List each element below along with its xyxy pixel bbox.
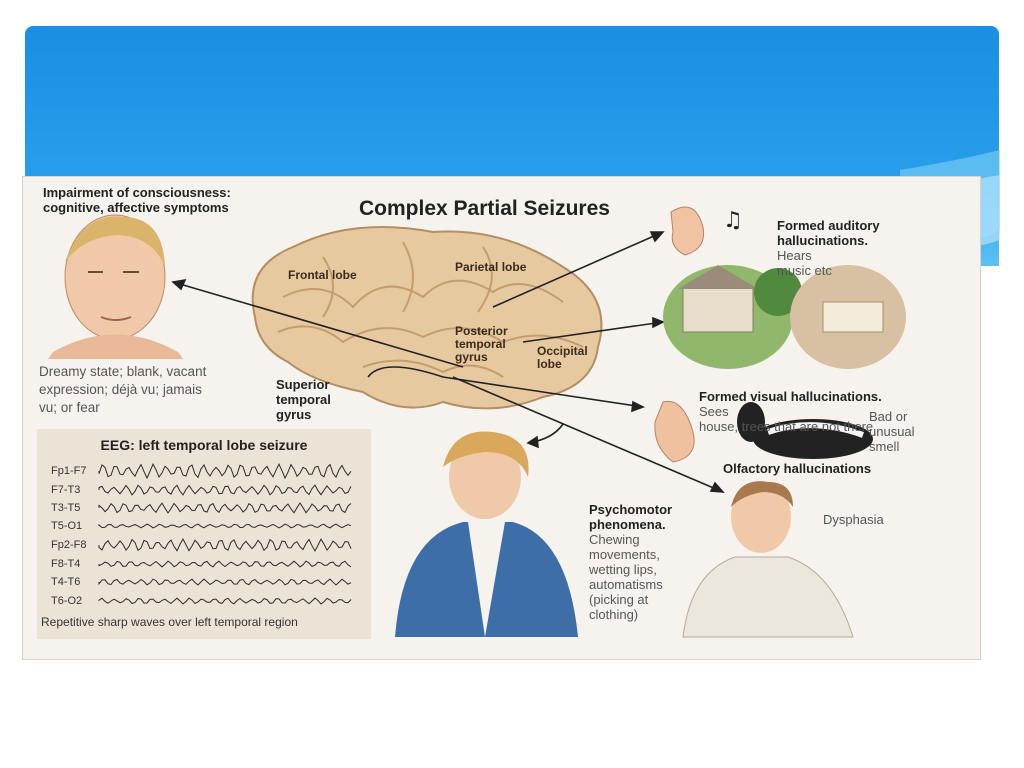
house-tree-scene	[663, 265, 906, 369]
eeg-channel-label: T5-O1	[51, 520, 83, 532]
posterior-temporal-gyrus-label: Posterior temporal gyrus	[455, 324, 508, 364]
brain-illustration	[251, 226, 603, 410]
svg-text:♫: ♫	[723, 208, 743, 233]
eeg-caption: Repetitive sharp waves over left tempora…	[41, 615, 298, 629]
visual-heading: Formed visual hallucinations.	[699, 389, 882, 404]
eeg-trace	[98, 523, 352, 529]
eeg-channel-label: Fp2-F8	[51, 539, 87, 551]
consciousness-heading: Impairment of consciousness: cognitive, …	[43, 185, 231, 215]
visual-detail: Sees house, trees that are not there	[699, 404, 874, 434]
auditory-detail: Hears music etc	[777, 248, 832, 278]
woman-illustration	[395, 431, 578, 637]
psychomotor-text: Psychomotor phenomena. Chewing movements…	[589, 487, 672, 622]
nose-illustration	[654, 400, 695, 463]
seizure-figure: ♫	[22, 176, 981, 660]
eeg-title: EEG: left temporal lobe seizure	[100, 437, 308, 453]
eeg-channel-label: T6-O2	[51, 595, 83, 607]
eeg-channel-label: T3-T5	[51, 502, 81, 514]
auditory-hallucinations-text: Formed auditory hallucinations. Hears mu…	[777, 203, 880, 278]
occipital-lobe-label: Occipital lobe	[537, 344, 588, 371]
eeg-traces	[98, 463, 352, 605]
dreamy-face-illustration	[48, 214, 183, 359]
bad-smell-text: Bad or unusual smell	[869, 409, 915, 454]
figure-title: Complex Partial Seizures	[359, 197, 610, 220]
ear-illustration: ♫	[670, 206, 743, 256]
eeg-trace	[98, 537, 352, 553]
frontal-lobe-label: Frontal lobe	[288, 268, 357, 282]
olfactory-hallucinations-label: Olfactory hallucinations	[723, 461, 872, 476]
eeg-trace	[98, 484, 352, 496]
consciousness-description: Dreamy state; blank, vacant expression; …	[39, 364, 207, 415]
visual-hallucinations-text: Formed visual hallucinations. Sees house…	[699, 374, 882, 434]
dysphasia-label: Dysphasia	[823, 512, 884, 527]
psychomotor-detail: Chewing movements, wetting lips, automat…	[589, 532, 663, 622]
eeg-trace	[98, 578, 352, 586]
parietal-lobe-label: Parietal lobe	[455, 260, 527, 274]
auditory-heading: Formed auditory hallucinations.	[777, 218, 880, 248]
superior-temporal-gyrus-label: Superior temporal gyrus	[276, 377, 331, 422]
psychomotor-heading: Psychomotor phenomena.	[589, 502, 673, 532]
man-illustration	[682, 481, 854, 638]
eeg-trace	[98, 560, 352, 568]
pointer-arrows	[171, 231, 725, 493]
eeg-channel-label: F8-T4	[51, 558, 81, 570]
eeg-channel-label: Fp1-F7	[51, 465, 87, 477]
eeg-trace	[98, 597, 352, 605]
skunk-illustration	[737, 402, 873, 459]
figure-illustration: ♫	[48, 206, 906, 638]
eeg-panel: EEG: left temporal lobe seizure Fp1-F7 F…	[37, 429, 371, 639]
eeg-trace	[98, 502, 352, 514]
eeg-channel-label: T4-T6	[51, 576, 81, 588]
eeg-trace	[98, 463, 352, 480]
eeg-channel-label: F7-T3	[51, 484, 81, 496]
